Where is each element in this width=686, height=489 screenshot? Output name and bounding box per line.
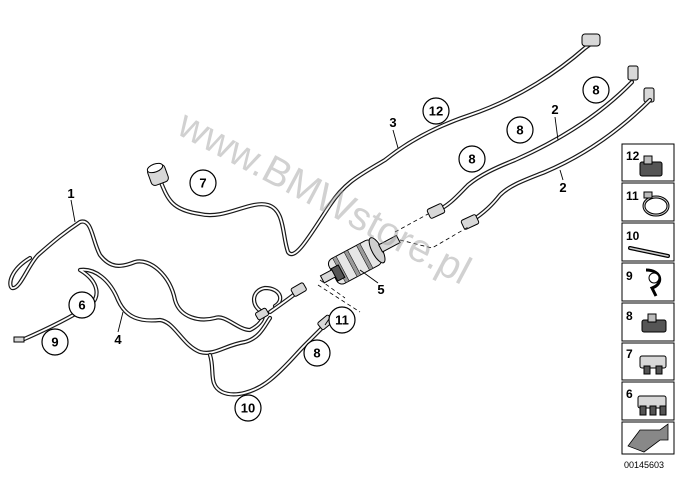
label-2a: 2: [551, 102, 558, 117]
diagram-id: 00145603: [624, 460, 664, 470]
svg-text:8: 8: [626, 309, 633, 323]
callout-8-mid2: 8: [458, 145, 486, 173]
assembly-dashes: [317, 213, 471, 313]
callout-9: 9: [41, 328, 69, 356]
panel-item-10: 10: [621, 222, 675, 262]
callout-10: 10: [234, 394, 262, 422]
fuel-line-1: [8, 219, 265, 333]
fitting-clip: [255, 307, 269, 321]
label-2b: 2: [559, 180, 566, 195]
fuel-line-2-upper: [432, 79, 635, 215]
callout-7: 7: [189, 169, 217, 197]
connector-top-right: [581, 33, 655, 103]
panel-item-12: 12: [621, 143, 675, 182]
svg-text:7: 7: [199, 176, 206, 191]
filler-neck: [146, 162, 169, 186]
callout-6: 6: [68, 291, 96, 319]
callout-8-low: 8: [303, 339, 331, 367]
fuel-line-10: [207, 322, 328, 397]
panel-item-8: 8: [621, 302, 675, 342]
svg-text:9: 9: [626, 269, 633, 283]
svg-text:8: 8: [516, 123, 523, 138]
label-5: 5: [377, 282, 384, 297]
panel-arrow: [621, 421, 675, 455]
callout-8-topright: 8: [582, 76, 610, 104]
parts-panel: 12 11 10 9 8: [621, 143, 675, 470]
svg-text:6: 6: [626, 387, 633, 401]
fitting-filter-left: [290, 282, 307, 297]
fitting-lower: [460, 214, 480, 230]
panel-item-9: 9: [621, 262, 675, 302]
svg-text:8: 8: [468, 152, 475, 167]
svg-text:7: 7: [626, 347, 633, 361]
callout-12-top: 12: [422, 97, 450, 125]
svg-text:6: 6: [78, 298, 85, 313]
svg-text:8: 8: [313, 346, 320, 361]
svg-text:8: 8: [592, 83, 599, 98]
svg-text:11: 11: [626, 189, 639, 203]
fuel-line-2-lower: [467, 97, 653, 225]
fuel-line-3: [157, 37, 599, 257]
panel-item-7: 7: [621, 342, 675, 381]
fitting-left: [13, 336, 25, 343]
callout-11: 11: [328, 306, 356, 334]
label-1: 1: [67, 186, 74, 201]
svg-text:12: 12: [626, 149, 640, 163]
panel-item-11: 11: [621, 182, 675, 222]
svg-text:11: 11: [335, 313, 349, 328]
svg-text:10: 10: [241, 401, 255, 416]
part-labels: 1 2 2 3 4 5: [67, 102, 566, 347]
fuel-filter: [319, 234, 401, 285]
label-4: 4: [114, 332, 122, 347]
panel-item-6: 6: [621, 381, 675, 421]
svg-text:9: 9: [51, 335, 58, 350]
label-3: 3: [389, 115, 396, 130]
svg-text:10: 10: [626, 229, 640, 243]
callout-8-mid1: 8: [506, 116, 534, 144]
fitting-upper: [426, 203, 446, 219]
leader-lines: [70, 116, 564, 333]
svg-text:12: 12: [429, 104, 443, 119]
